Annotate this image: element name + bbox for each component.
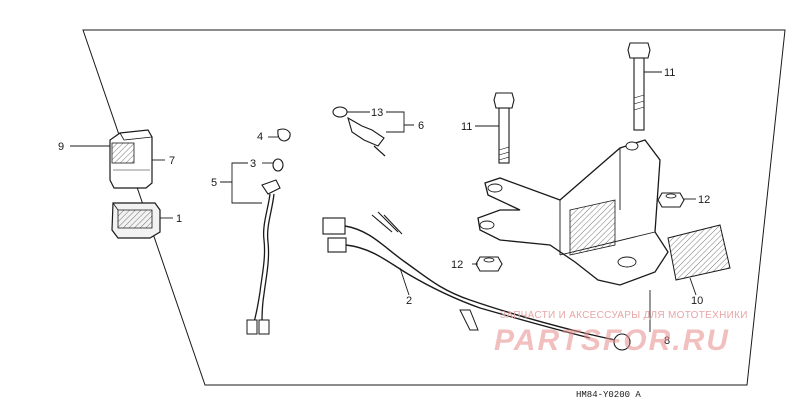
callout-10: 10 — [691, 295, 703, 307]
part-10-label — [667, 224, 731, 281]
leader-lines — [70, 71, 697, 332]
diagram-code: HM84-Y0200 A — [576, 390, 641, 400]
part-11-bolt-right — [627, 42, 651, 131]
part-4-grommet — [277, 128, 291, 142]
part-5-socket-harness — [246, 179, 281, 335]
part-11-bolt-left — [493, 92, 515, 164]
callout-6: 6 — [418, 120, 424, 132]
part-12-nut-lower — [475, 256, 503, 272]
part-12-nut-upper — [657, 192, 685, 208]
callout-1: 1 — [176, 213, 182, 225]
part-2-wire-harness — [322, 211, 631, 351]
diagram-frame — [82, 29, 786, 386]
watermark-brand: PARTSFOR.RU — [494, 324, 730, 357]
part-3-bulb — [272, 158, 284, 172]
callout-3: 3 — [250, 158, 256, 170]
callout-11-right: 11 — [664, 67, 675, 79]
callout-11-left: 11 — [461, 121, 472, 133]
callout-12-right: 12 — [698, 194, 710, 206]
watermark-tagline: ЗАПЧАСТИ И АКСЕССУАРЫ ДЛЯ МОТОТЕХНИКИ — [500, 310, 748, 321]
callout-13: 13 — [371, 107, 383, 119]
part-8-bracket — [477, 139, 669, 286]
callout-8: 8 — [664, 335, 670, 347]
part-6-sensor — [332, 106, 386, 157]
callouts: 9 7 1 4 3 5 13 6 11 11 12 12 2 10 8 — [58, 67, 710, 347]
watermark: ЗАПЧАСТИ И АКСЕССУАРЫ ДЛЯ МОТОТЕХНИКИ PA… — [494, 310, 748, 357]
callout-4: 4 — [257, 131, 263, 143]
callout-2: 2 — [406, 295, 412, 307]
callout-7: 7 — [169, 155, 175, 167]
callout-12-left: 12 — [451, 259, 463, 271]
callout-5: 5 — [211, 177, 217, 189]
part-1-rubber-mount — [111, 202, 161, 239]
part-7-control-unit — [109, 129, 153, 189]
callout-9: 9 — [58, 141, 64, 153]
